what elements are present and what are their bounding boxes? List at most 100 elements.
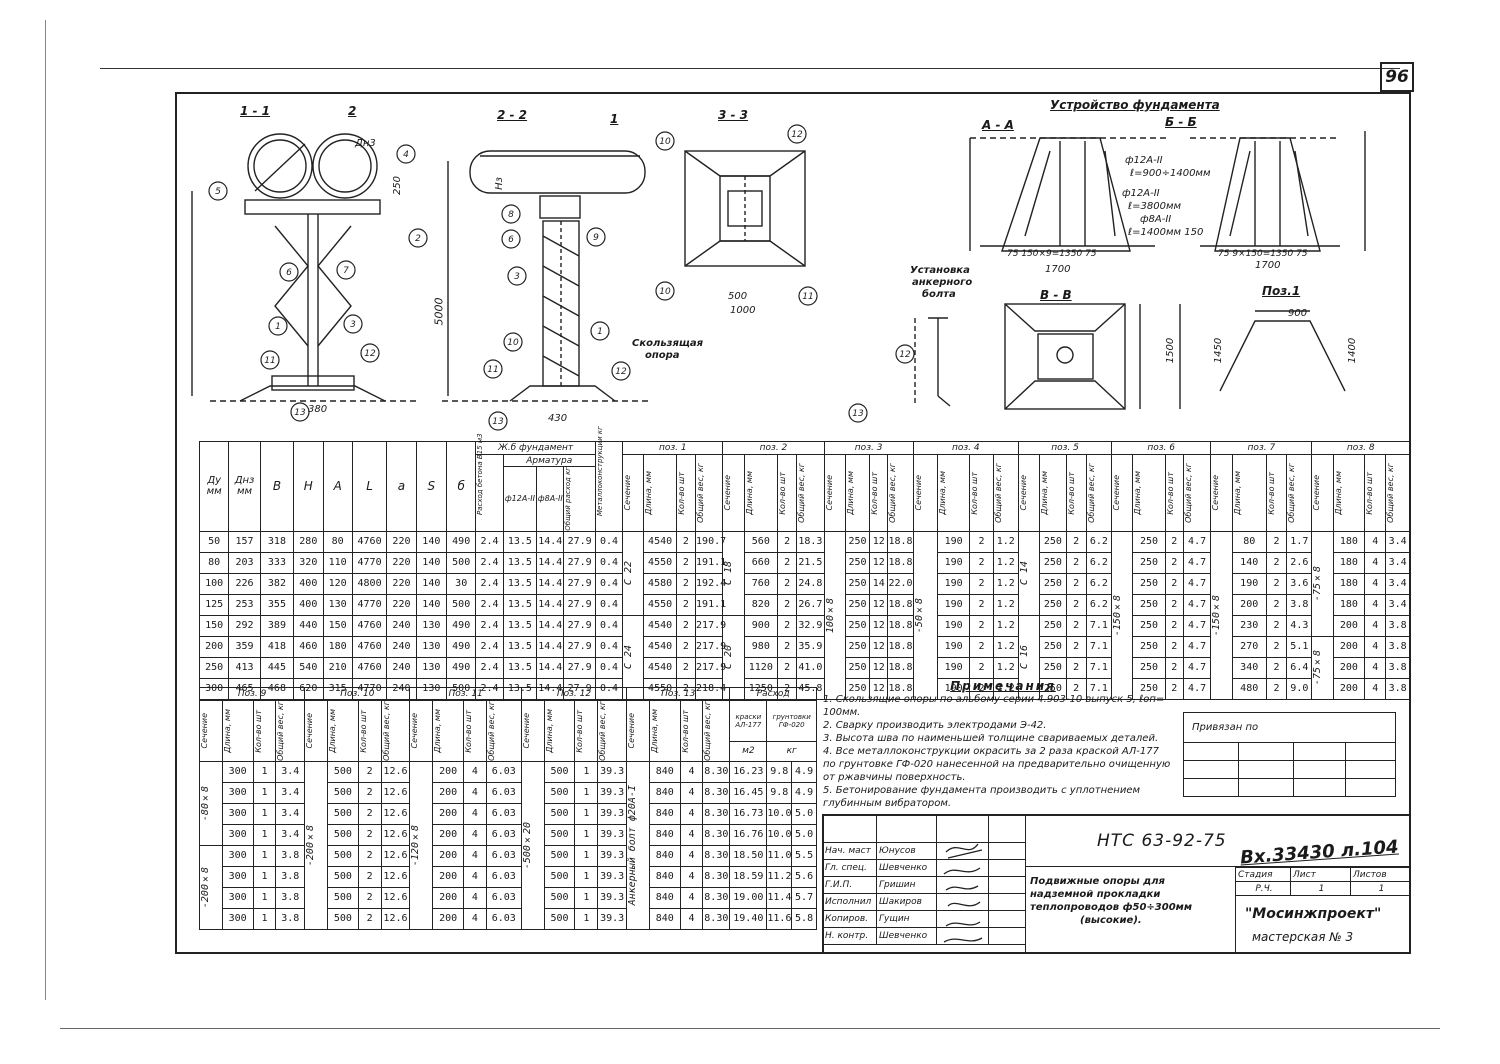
table-cell: 0.4 [594,572,624,595]
drawings-area: 5 4 2 6 7 1 3 11 12 13 8 6 9 3 1 10 11 1… [191,124,1366,431]
dim-900: 900 [1288,308,1308,319]
hdr-beton: Расход бетона В15 м3 [475,434,504,532]
table-cell: 2 [1265,656,1288,679]
table-cell: 157 [228,530,261,553]
table-cell: 180 [1332,530,1366,553]
section-label: -200×8 [305,824,317,866]
section-label: -500×20 [521,821,533,869]
svg-text:13: 13 [294,408,306,418]
section-cell: -500×20 [520,760,545,930]
table-cell: 2.6 [1286,551,1313,574]
table-cell: 500 [326,865,359,888]
hdr-foundation: Ж.б фундамент [475,441,596,455]
svg-text:12: 12 [791,130,803,140]
table-cell: 18.8 [887,593,914,616]
table-cell: 2 [675,593,697,616]
table-cell: 500 [446,551,477,574]
desc-1: Подвижные опоры для [1030,876,1165,887]
p7-sub-2: Кол-во шт [1265,454,1288,532]
table-cell: 39.3 [597,865,628,888]
table-cell: 41.0 [796,656,825,679]
table-cell: 300 [221,886,254,909]
table-cell: 4540 [643,635,677,658]
table-cell: 490 [446,614,477,637]
table-cell: 2 [777,614,798,637]
table-cell: 500 [543,823,576,846]
table-cell: 100 [198,572,230,595]
table-cell: 1 [574,907,599,930]
table-cell: 0.4 [594,593,624,616]
col-s: S [415,441,448,532]
section-label: С 24 [623,645,635,670]
col-dnz: Днз мм [228,441,261,532]
table-cell: 50 [198,530,230,553]
table-cell: 3.8 [1385,677,1410,700]
hdr-metal: Металлоконструкции кг [594,426,624,532]
table-cell: 490 [446,530,477,553]
table-cell: 253 [228,593,261,616]
table-cell: 4 [679,886,704,909]
signatures-scribble [943,843,983,943]
col-du: Ду мм [198,441,230,532]
bind-cell [1344,778,1397,797]
table-cell: 5.8 [791,907,817,930]
table-cell: 4 [679,823,704,846]
p7-sub-0: Сечение [1210,454,1233,532]
dim-1700b: 1700 [1255,260,1281,271]
table-cell: 32.9 [796,614,825,637]
table-cell: 2 [675,572,697,595]
table-cell: 490 [446,656,477,679]
l13-sub-2: Кол-во шт [679,700,704,762]
table-cell: 120 [322,572,353,595]
hdr-metal-text: Металлоконструкции кг [595,426,604,517]
table-cell: 16.23 [729,760,768,783]
table-cell: 80 [322,530,353,553]
table-cell: 500 [326,886,359,909]
table-cell: 7.1 [1085,635,1113,658]
bind-cell [1238,778,1294,797]
table-cell: 150 [198,614,230,637]
table-cell: 3.6 [1286,572,1313,595]
table-cell: 318 [259,530,295,553]
table-cell: 4 [1364,614,1387,637]
table-cell: 0.4 [594,530,624,553]
table-cell: 4 [1364,635,1387,658]
table-cell: 2 [357,760,382,783]
table-cell: 12.6 [380,802,411,825]
table-cell: 3.8 [275,865,306,888]
l12-sub-2-text: Кол-во шт [575,709,585,753]
spacing-a: 75 150×9=1350 75 [1007,249,1097,259]
table-cell: 6.2 [1085,530,1113,553]
table-cell: 1 [252,907,277,930]
table-cell: 14.4 [536,572,565,595]
table-cell: 250 [1039,572,1067,595]
l13-sub-3: Общий вес, кг [702,700,731,762]
svg-text:10: 10 [659,137,671,147]
table-cell: 12.6 [380,823,411,846]
table-cell: 18.8 [887,656,914,679]
l10-sub-0-text: Сечение [305,713,315,749]
table-cell: 200 [1231,593,1267,616]
p2-sub-2-text: Кол-во шт [778,471,788,515]
section-label: -50×8 [913,597,925,633]
table-cell: 0.4 [594,614,624,637]
svg-text:13: 13 [852,409,864,419]
table-cell: 300 [221,781,254,804]
sheet-number: 96 [1380,62,1414,92]
table-cell: 1.2 [992,530,1019,553]
table-cell: 13.5 [502,656,538,679]
table-cell: 200 [432,844,465,867]
svg-text:11: 11 [802,292,813,302]
table-cell: 1.2 [992,635,1019,658]
dim-250: 250 [392,175,404,196]
table-cell: 2 [1065,530,1087,553]
table-cell: 445 [259,656,295,679]
table-cell: 192.4 [695,572,726,595]
table-cell: 130 [322,593,353,616]
svg-text:13: 13 [492,417,504,427]
table-cell: 27.9 [563,635,596,658]
l10-sub-2-text: Кол-во шт [358,709,368,753]
table-cell: 14.4 [536,530,565,553]
